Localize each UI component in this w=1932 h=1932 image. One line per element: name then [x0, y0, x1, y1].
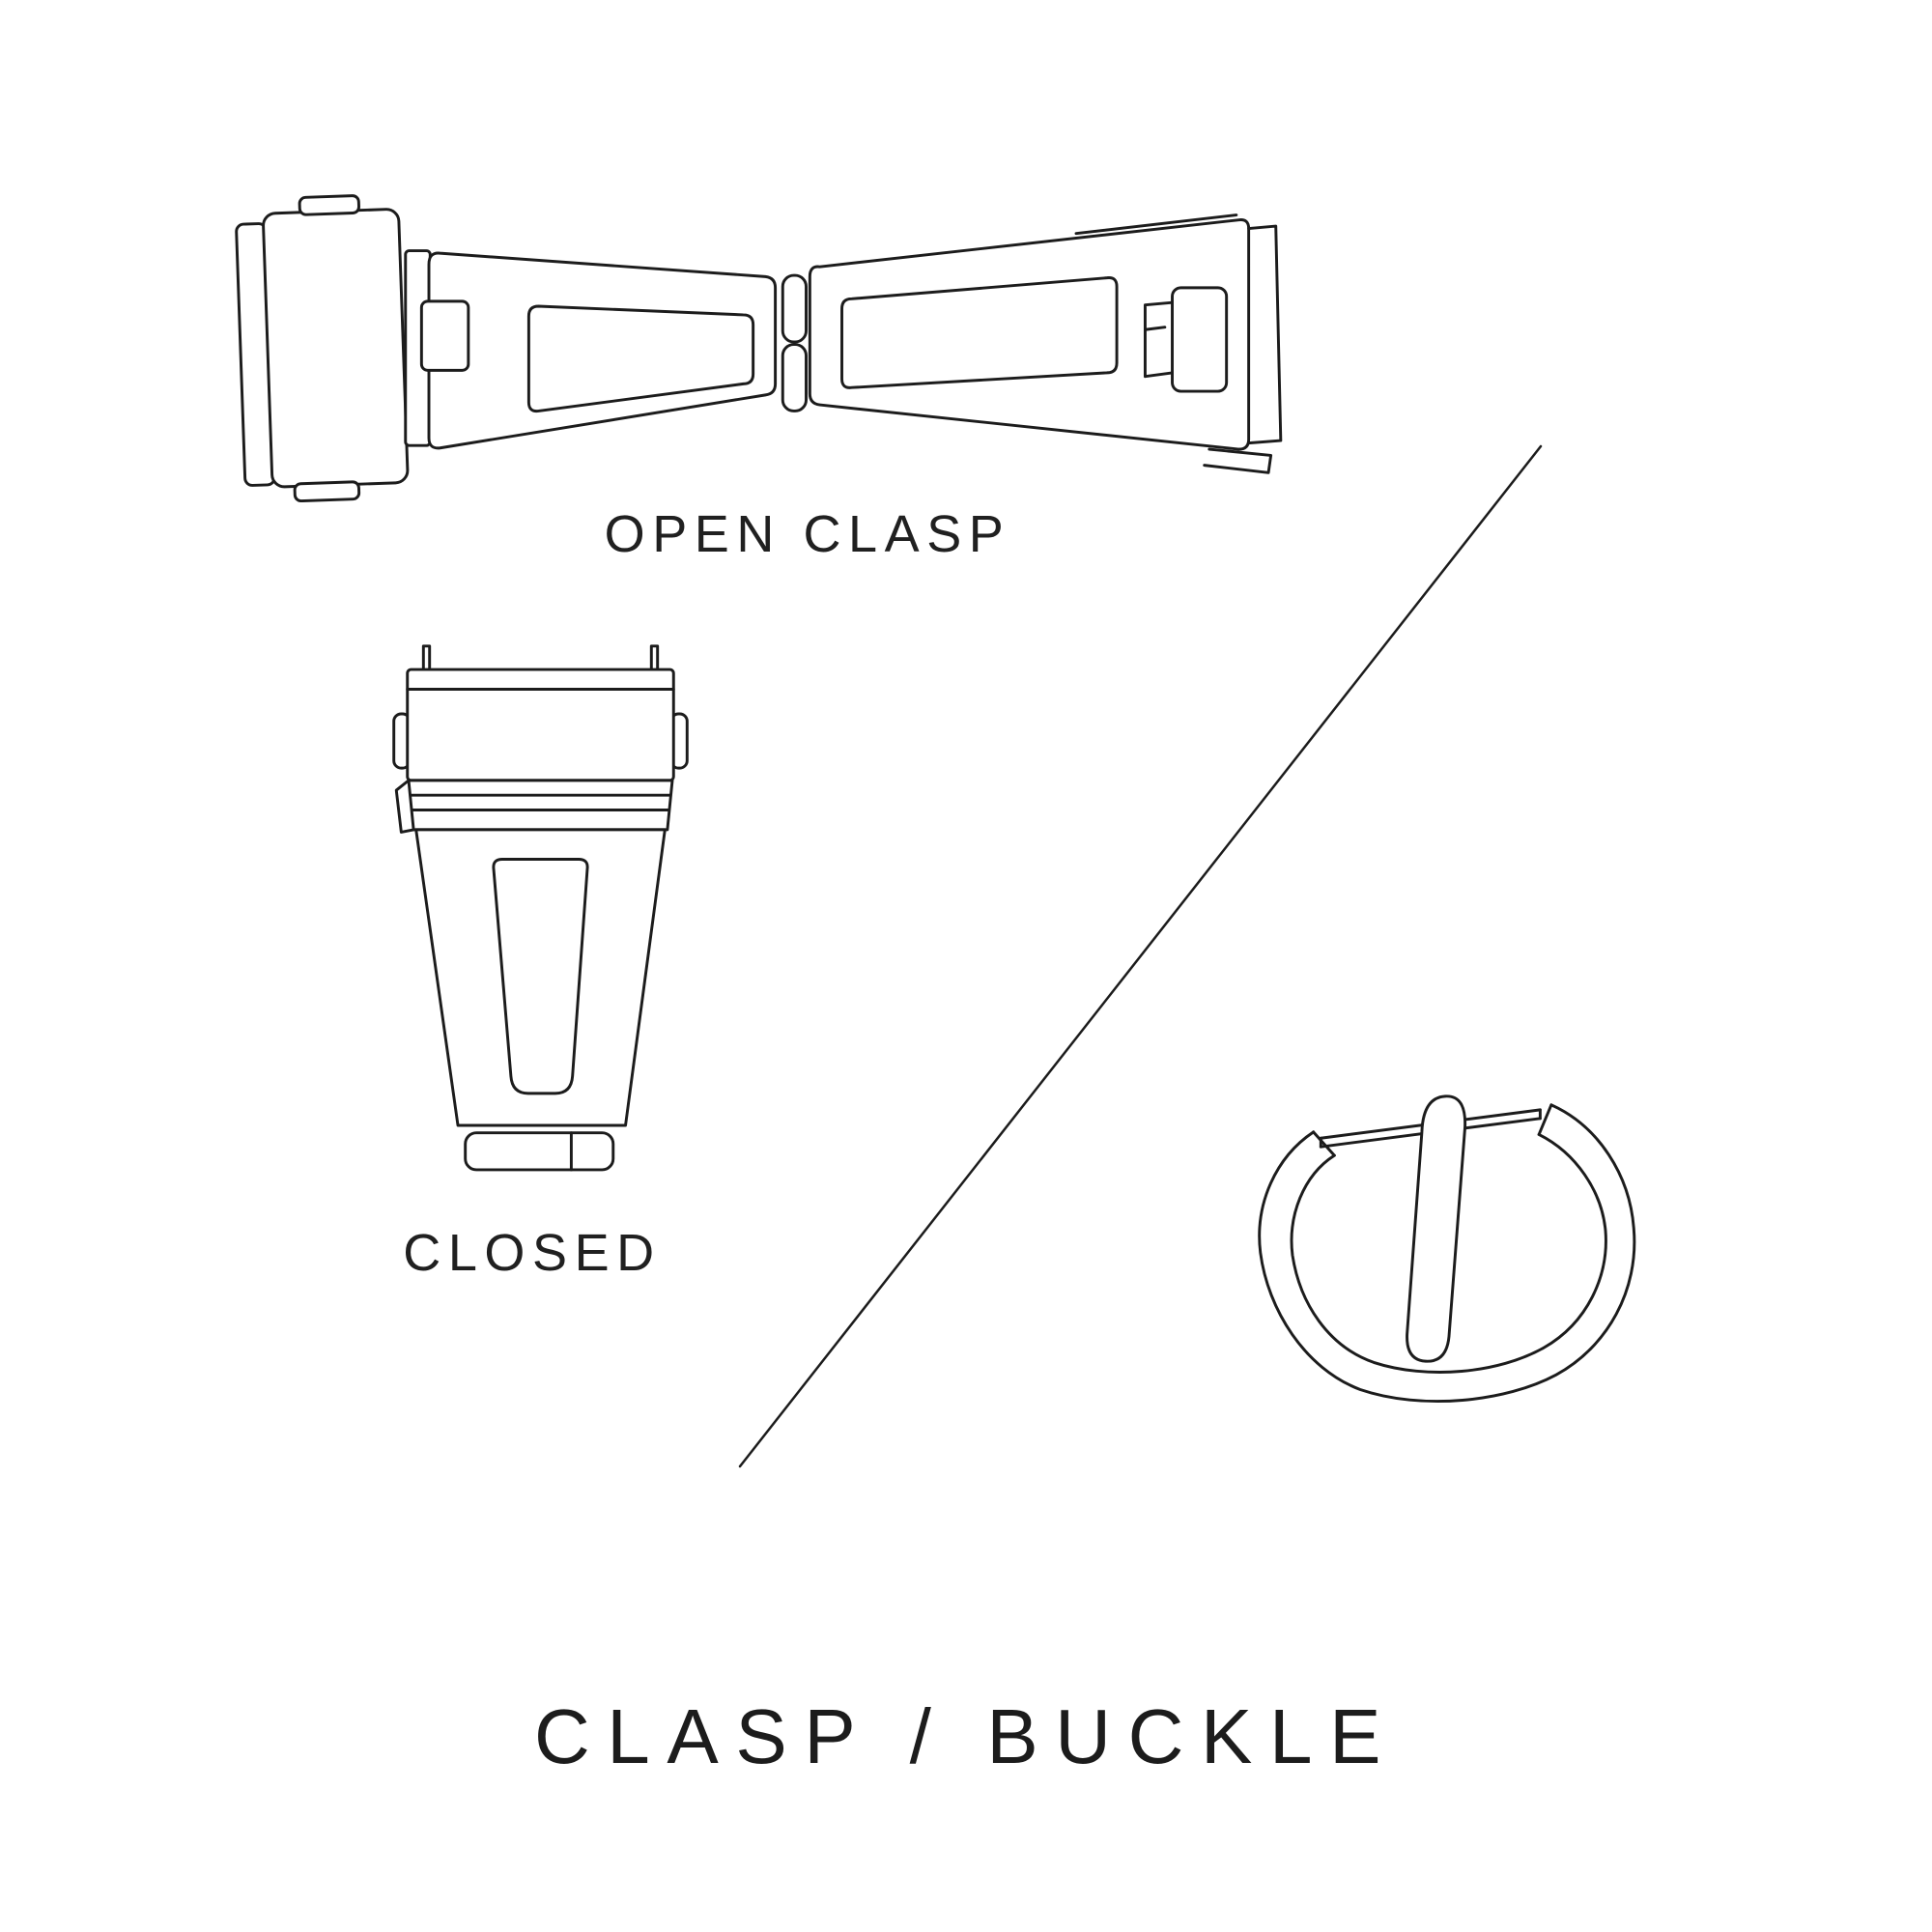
tang-buckle-illustration [1235, 1080, 1641, 1413]
diagram-title: CLASP / BUCKLE [533, 1693, 1399, 1779]
open-clasp-label: OPEN CLASP [604, 505, 1011, 563]
closed-clasp-illustration [386, 642, 695, 1197]
open-clasp-illustration [228, 182, 1313, 502]
closed-clasp-label: CLOSED [403, 1224, 662, 1282]
diagonal-divider-line [676, 406, 1594, 1517]
